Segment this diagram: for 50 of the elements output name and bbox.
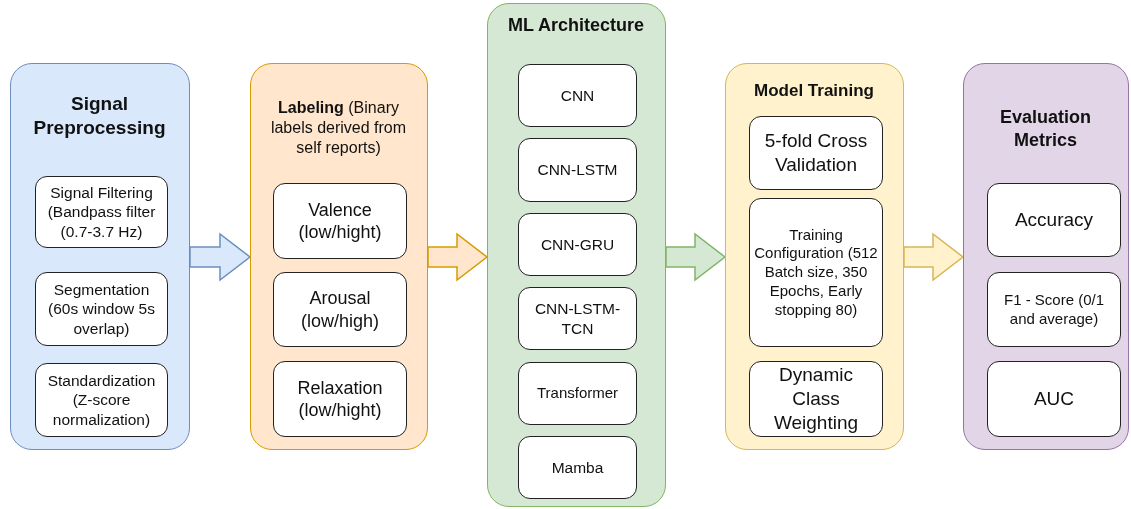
step-box [749,116,883,190]
step-box [273,361,407,437]
stage-panel [487,3,666,507]
step-box [35,363,168,437]
step-box [987,361,1121,437]
block-arrow [189,232,252,282]
step-box [518,213,637,276]
stage-title: Model Training [753,80,875,102]
step-box [749,198,883,347]
step-label: Relaxation (low/hight) [296,376,384,422]
step-box [518,138,637,202]
stage-title: Labeling (Binary labels derived from self reports) [269,98,408,158]
step-label: Training Configuration (512 Batch size, 350 Epochs, Early stopping 80) [753,225,879,320]
step-label: F1 - Score (0/1 and average) [1002,290,1105,329]
step-box [35,176,168,248]
stage-panel [250,63,428,450]
step-label: CNN-GRU [540,234,615,255]
step-label: CNN [560,85,595,106]
stage-title: Signal Preprocessing [32,92,167,140]
step-label: 5-fold Cross Validation [763,129,869,177]
step-box [987,272,1121,347]
step-label: Signal Filtering (Bandpass filter (0.7-3.7 Hz) [46,182,157,242]
step-label: Mamba [551,457,604,478]
block-arrow [903,232,965,282]
step-label: CNN-LSTM [537,160,618,180]
step-box [273,272,407,347]
step-box [518,362,637,425]
step-label: CNN-LSTM-TCN [533,299,622,338]
step-box [987,183,1121,257]
step-label: Dynamic Class Weighting [772,363,860,435]
stage-panel [963,63,1129,450]
stage-title: Evaluation Metrics [999,106,1092,151]
step-box [518,64,637,127]
step-box [518,287,637,350]
step-box [273,183,407,259]
step-label: AUC [1033,387,1075,411]
step-label: Segmentation (60s window 5s overlap) [47,279,156,339]
step-label: Arousal (low/high) [300,287,380,332]
block-arrow [427,232,489,282]
stage-title: ML Architecture [507,14,645,37]
stage-panel [725,63,904,450]
step-label: Valence (low/hight) [297,198,383,244]
step-label: Transformer [536,384,619,403]
step-label: Accuracy [1014,208,1094,232]
step-box [749,361,883,437]
step-box [35,272,168,346]
step-box [518,436,637,499]
block-arrow [665,232,727,282]
stage-panel [10,63,190,450]
step-label: Standardization (Z-score normalization) [46,370,157,430]
